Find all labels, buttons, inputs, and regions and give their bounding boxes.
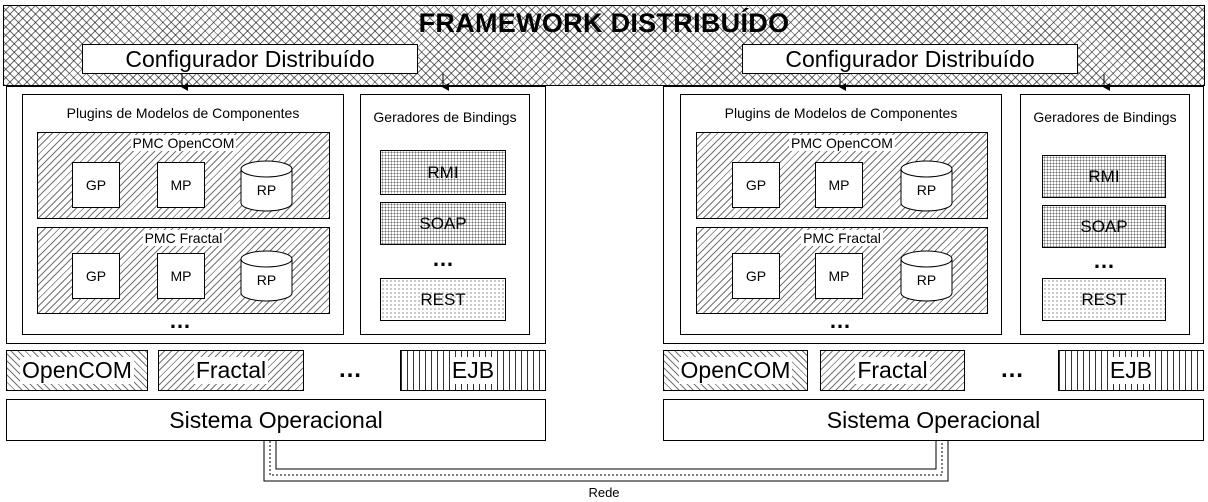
mp-box: MP: [157, 162, 205, 208]
bindings-ellipsis: …: [432, 246, 454, 271]
gp-box: GP: [732, 162, 780, 208]
binding-rmi: RMI: [380, 150, 506, 195]
bindings-title: Geradores de Bindings: [373, 108, 517, 125]
os-box: Sistema Operacional: [663, 399, 1204, 441]
rp-cylinder: [240, 250, 293, 302]
model-ejb: EJB: [1058, 350, 1204, 391]
rp-label: RP: [256, 272, 277, 288]
configurator-box: Configurador Distribuído: [82, 44, 418, 74]
mp-box: MP: [815, 253, 863, 299]
plugins-title: Plugins de Modelos de Componentes: [66, 105, 300, 121]
model-fractal: Fractal: [820, 350, 965, 391]
network-label: Rede: [588, 484, 620, 500]
mp-box: MP: [157, 253, 205, 299]
model-opencom: OpenCOM: [6, 350, 148, 391]
models-ellipsis: …: [1000, 356, 1024, 383]
rp-label: RP: [916, 272, 937, 288]
pmc-opencom-title: PMC OpenCOM: [789, 135, 895, 151]
binding-rmi: RMI: [1042, 155, 1166, 198]
models-ellipsis: …: [338, 356, 362, 383]
binding-rest: REST: [380, 278, 506, 321]
model-ejb: EJB: [400, 350, 546, 391]
bindings-ellipsis: …: [1093, 248, 1115, 273]
plugins-title: Plugins de Modelos de Componentes: [724, 105, 958, 121]
pmc-fractal-title: PMC Fractal: [801, 230, 883, 246]
gp-box: GP: [72, 253, 120, 299]
mp-box: MP: [815, 162, 863, 208]
bindings-title: Geradores de Bindings: [1033, 108, 1177, 125]
plugins-ellipsis: …: [829, 308, 851, 333]
network-link: [263, 441, 949, 482]
os-box: Sistema Operacional: [6, 399, 546, 441]
model-fractal: Fractal: [158, 350, 304, 391]
configurator-box: Configurador Distribuído: [742, 44, 1078, 74]
pmc-fractal-title: PMC Fractal: [142, 230, 225, 246]
rp-cylinder: [240, 160, 293, 212]
rp-cylinder: [900, 160, 953, 212]
pmc-opencom-title: PMC OpenCOM: [130, 135, 237, 151]
framework-title: FRAMEWORK DISTRIBUÍDO: [418, 7, 790, 38]
gp-box: GP: [732, 253, 780, 299]
binding-rest: REST: [1042, 278, 1166, 321]
binding-soap: SOAP: [1042, 205, 1166, 248]
binding-soap: SOAP: [380, 202, 506, 245]
rp-label: RP: [256, 182, 277, 198]
rp-cylinder: [900, 250, 953, 302]
model-opencom: OpenCOM: [663, 350, 808, 391]
rp-label: RP: [916, 182, 937, 198]
gp-box: GP: [72, 162, 120, 208]
plugins-ellipsis: …: [169, 308, 191, 333]
